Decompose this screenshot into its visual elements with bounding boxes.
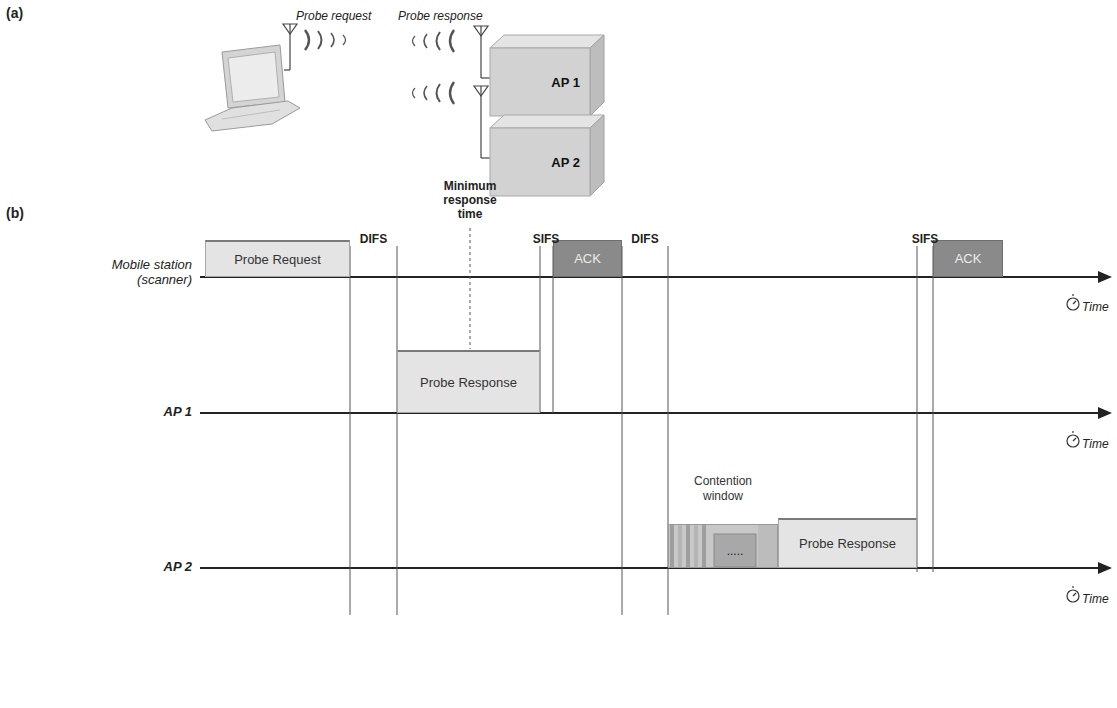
backoff-slot: [694, 525, 698, 567]
antenna-symbol: [283, 24, 297, 70]
ack-box: ACK: [933, 240, 1003, 277]
cube-face: AP 1: [490, 48, 590, 116]
label-wrap: Mobile station (scanner): [92, 258, 192, 288]
label-wrap: AP 1: [120, 402, 192, 420]
label-wrap: Probe response: [398, 6, 488, 24]
interval-label: Minimum response time: [432, 180, 508, 221]
box-label: Probe Response: [420, 375, 517, 390]
antenna-symbol: [474, 26, 490, 78]
cube-top: [490, 115, 604, 128]
label-wrap: Time: [1082, 297, 1114, 315]
label-wrap: (b): [6, 204, 36, 222]
label-wrap: (a): [6, 4, 36, 22]
box-label: Probe Request: [234, 252, 321, 267]
timing-marker: [350, 246, 933, 615]
annotation: Probe request: [296, 10, 371, 24]
axis-label: Time: [1082, 438, 1109, 452]
cube-face: AP 2: [490, 128, 590, 196]
radio-waves: [413, 30, 455, 52]
backoff-slot: [678, 525, 682, 567]
dashed-marker: [470, 228, 471, 349]
frame-box: Probe Response: [778, 518, 917, 568]
box-label: ACK: [955, 251, 982, 266]
annotation: Mobile station (scanner): [92, 258, 192, 288]
slot-strip: [668, 524, 778, 568]
panel-letter: (a): [6, 5, 23, 21]
slot-group: [714, 534, 756, 567]
label-wrap: SIFS: [521, 229, 571, 247]
backoff-slot: [670, 525, 674, 567]
box-label: ACK: [574, 251, 601, 266]
axis-label: Time: [1082, 301, 1109, 315]
box-label: AP 1: [551, 75, 580, 90]
label-wrap: Time: [1082, 434, 1114, 452]
interval-label: DIFS: [360, 233, 387, 247]
label-wrap: Probe request: [296, 6, 376, 24]
cube-side: [590, 35, 604, 116]
cube-front: [490, 48, 590, 116]
access-point-cube: [478, 34, 606, 118]
radio-waves: [305, 30, 346, 50]
interval-label: SIFS: [533, 233, 560, 247]
window-heading-wrap: Contention window: [668, 474, 778, 504]
backoff-slot: [702, 525, 706, 567]
box-label: Probe Response: [799, 536, 896, 551]
access-point-box: AP 1: [478, 34, 606, 118]
annotation: Probe response: [398, 10, 483, 24]
cube-front: [490, 128, 590, 196]
box-label: AP 2: [551, 155, 580, 170]
label-wrap: DIFS: [620, 229, 670, 247]
ack-box: ACK: [553, 240, 622, 277]
interval-label: DIFS: [631, 233, 658, 247]
backoff-slot: [758, 525, 777, 567]
backoff-slot: [686, 525, 690, 567]
axis-label: Time: [1082, 593, 1109, 607]
time-axis: [200, 277, 1100, 568]
access-point-box: AP 2: [478, 114, 606, 198]
frame-box: Probe Request: [205, 240, 350, 277]
laptop-icon: [205, 45, 300, 131]
cube-top: [490, 35, 604, 48]
panel-letter: (b): [6, 205, 24, 221]
annotation: AP 2: [164, 560, 192, 575]
interval-label: SIFS: [912, 233, 939, 247]
label-wrap: AP 2: [120, 557, 192, 575]
cube-side: [590, 115, 604, 196]
slot-dots-wrap: .....: [714, 534, 756, 567]
frame-box: Probe Response: [397, 350, 540, 413]
slot-ground: [669, 525, 778, 568]
slot-dots: .....: [727, 544, 744, 558]
label-wrap: Minimum response time: [426, 180, 514, 222]
annotation: AP 1: [164, 405, 192, 420]
antenna-symbol: [474, 86, 490, 158]
label-wrap: Time: [1082, 589, 1114, 607]
contention-window: Contention window.....: [668, 474, 778, 568]
window-heading: Contention window: [686, 474, 760, 504]
radio-waves: [413, 82, 455, 104]
label-wrap: DIFS: [350, 229, 397, 247]
label-wrap: SIFS: [900, 229, 950, 247]
stopwatch-icon: [1067, 294, 1079, 602]
axis-arrowhead: [1098, 271, 1112, 574]
access-point-cube: [478, 114, 606, 198]
